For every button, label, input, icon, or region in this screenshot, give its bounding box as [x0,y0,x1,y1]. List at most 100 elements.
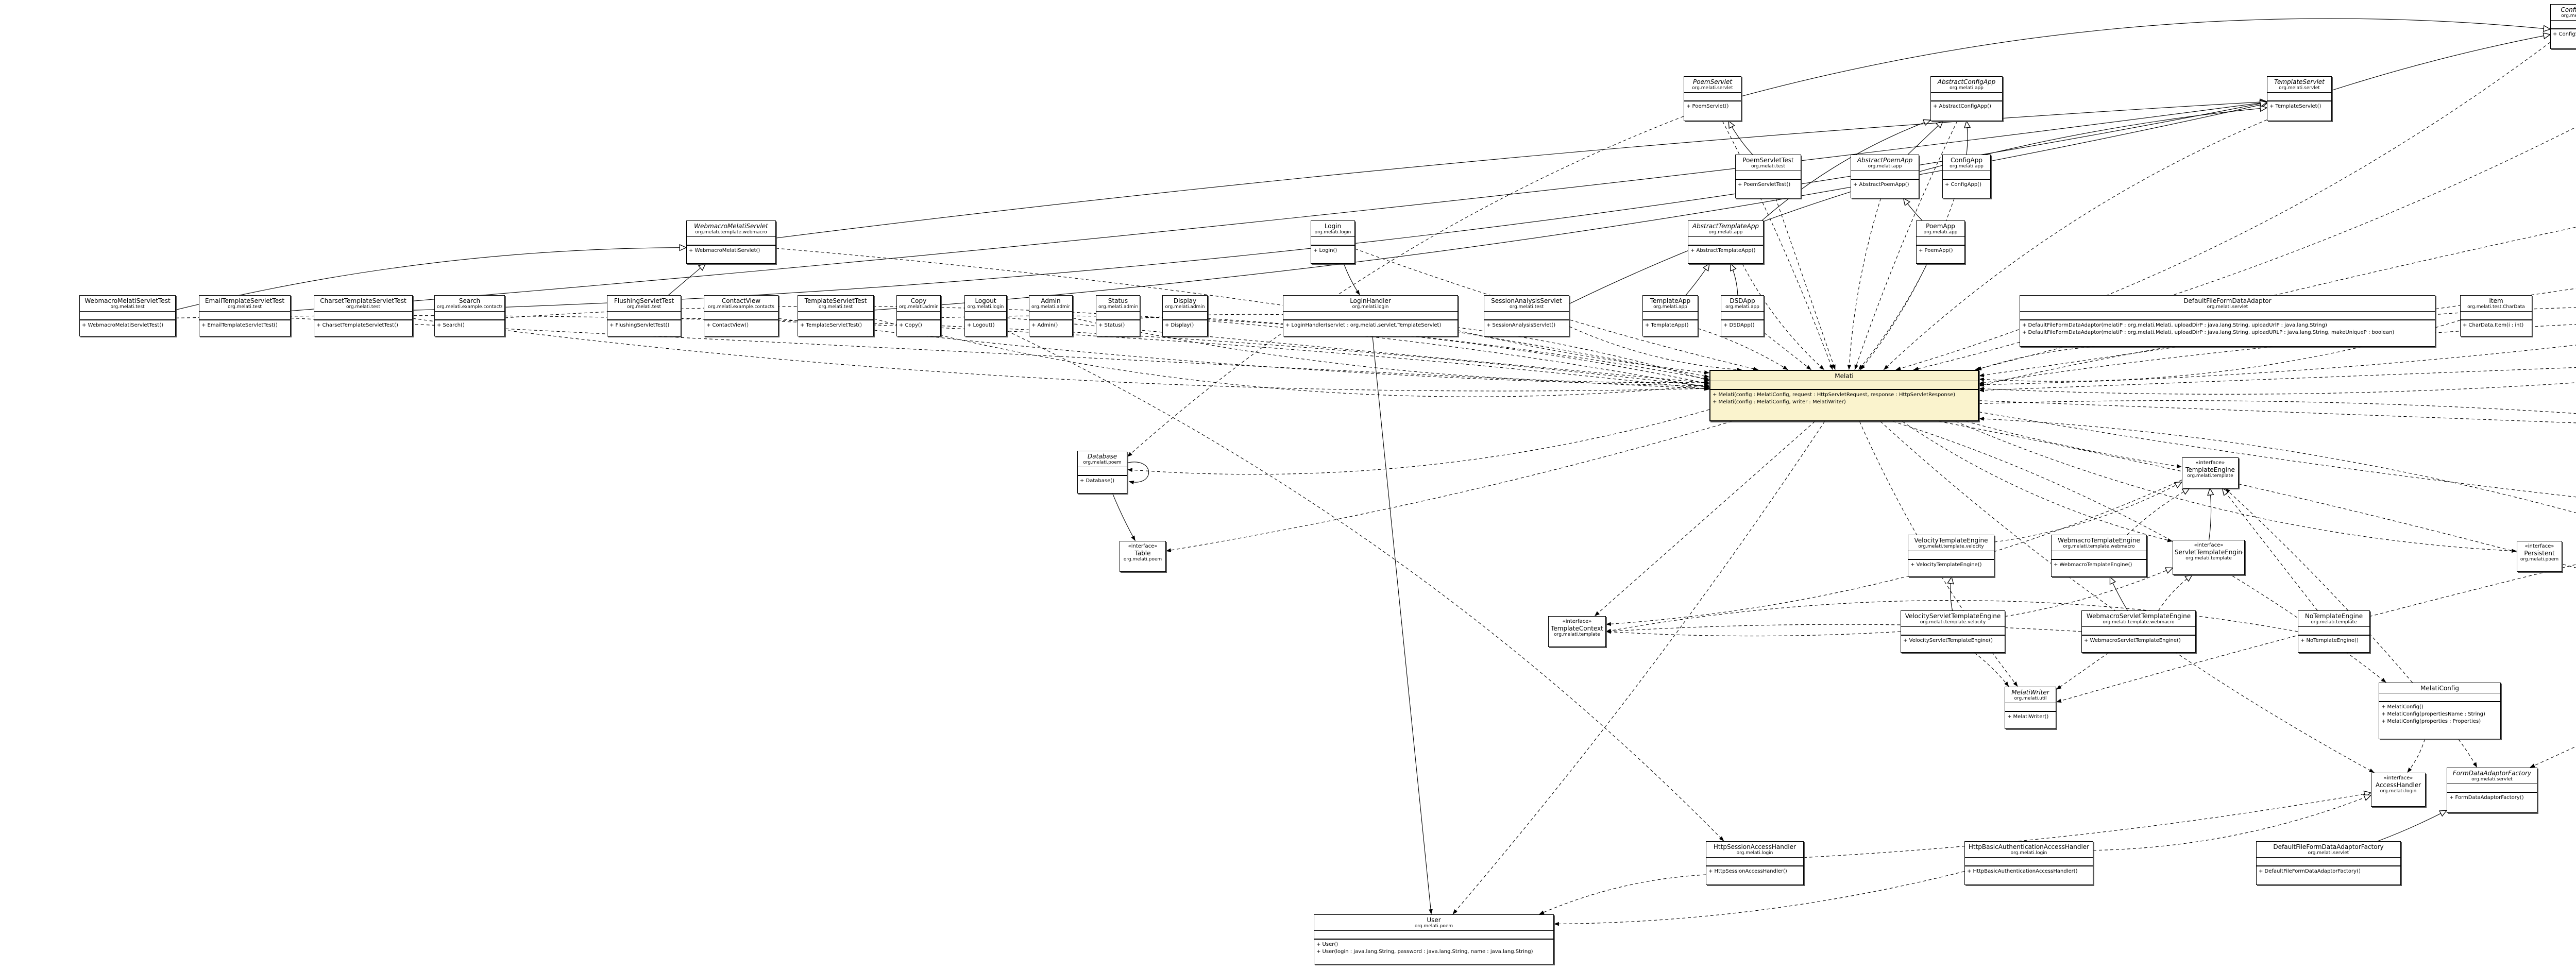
class-box-poem_servlet_test[interactable]: PoemServletTest org.melati.test + PoemSe… [1735,155,1801,198]
class-name[interactable]: HttpBasicAuthenticationAccessHandler [1968,843,2090,850]
class-box-template_context[interactable]: «interface» TemplateContext org.melati.t… [1548,616,1606,647]
class-box-velocity_servlet_template_engine[interactable]: VelocityServletTemplateEngine org.melati… [1901,610,2005,653]
class-name[interactable]: TemplateApp [1650,297,1691,304]
class-name[interactable]: DSDApp [1730,297,1755,304]
class-name[interactable]: AbstractConfigApp [1937,78,1996,86]
class-name[interactable]: ServletTemplateEngine [2175,549,2243,556]
class-name[interactable]: VelocityServletTemplateEngine [1905,612,2001,620]
class-box-melati_writer[interactable]: MelatiWriter org.melati.util + MelatiWri… [2005,687,2056,729]
class-name[interactable]: AbstractTemplateApp [1692,223,1759,230]
class-name[interactable]: HttpSessionAccessHandler [1713,843,1797,850]
class-box-login_handler[interactable]: LoginHandler org.melati.login + LoginHan… [1283,295,1458,336]
class-name[interactable]: LoginHandler [1350,297,1391,304]
class-name[interactable]: AbstractPoemApp [1857,157,1913,164]
class-box-search[interactable]: Search org.melati.example.contacts + Sea… [434,295,505,336]
class-name[interactable]: Table [1134,550,1151,557]
class-name[interactable]: PoemApp [1926,223,1955,230]
class-name[interactable]: DefaultFileFormDataAdaptorFactory [2273,843,2384,850]
class-box-form_data_adaptor_factory[interactable]: FormDataAdaptorFactory org.melati.servle… [2447,768,2537,813]
class-box-http_session_access_handler[interactable]: HttpSessionAccessHandler org.melati.logi… [1706,841,1804,885]
class-box-database[interactable]: Database org.melati.poem + Database() [1077,451,1127,493]
class-box-template_app[interactable]: TemplateApp org.melati.app + TemplateApp… [1642,295,1698,336]
class-name[interactable]: DefaultFileFormDataAdaptor [2183,297,2272,304]
class-box-http_basic_authentication_access_handler[interactable]: HttpBasicAuthenticationAccessHandler org… [1964,841,2093,885]
attributes-compartment [607,311,681,319]
class-box-default_file_form_data_adaptor_factory[interactable]: DefaultFileFormDataAdaptorFactory org.me… [2256,841,2401,885]
class-name[interactable]: EmailTemplateServletTest [205,297,285,304]
class-box-admin[interactable]: Admin org.melati.admin + Admin() [1029,295,1073,336]
class-box-abstract_template_app[interactable]: AbstractTemplateApp org.melati.app + Abs… [1688,220,1764,264]
class-box-logout[interactable]: Logout org.melati.login + Logout() [964,295,1007,336]
class-name[interactable]: MelatiConfig [2420,685,2459,692]
class-name[interactable]: Status [1108,297,1128,304]
class-name[interactable]: Copy [910,297,927,304]
class-name[interactable]: VelocityTemplateEngine [1914,537,1988,544]
class-box-poem_app[interactable]: PoemApp org.melati.app + PoemApp() [1916,220,1965,264]
class-name[interactable]: ConfigApp [1951,157,1982,164]
class-box-contact_view[interactable]: ContactView org.melati.example.contacts … [704,295,778,336]
class-name[interactable]: TemplateEngine [2185,466,2235,473]
class-box-config_app[interactable]: ConfigApp org.melati.app + ConfigApp() [1942,155,1991,198]
class-name[interactable]: Melati [1835,372,1854,380]
class-box-webmacro_template_engine[interactable]: WebmacroTemplateEngine org.melati.templa… [2051,535,2147,577]
class-box-servlet_template_engine[interactable]: «interface» ServletTemplateEngine org.me… [2173,540,2245,575]
class-box-charset_template_servlet_test[interactable]: CharsetTemplateServletTest org.melati.te… [314,295,413,336]
class-box-config_servlet[interactable]: ConfigServlet org.melati.servlet + Confi… [2550,4,2576,49]
class-box-email_template_servlet_test[interactable]: EmailTemplateServletTest org.melati.test… [199,295,291,336]
class-box-velocity_template_engine[interactable]: VelocityTemplateEngine org.melati.templa… [1908,535,1994,577]
class-box-display[interactable]: Display org.melati.admin + Display() [1162,295,1208,336]
class-box-webmacro_servlet_template_engine[interactable]: WebmacroServletTemplateEngine org.melati… [2081,610,2196,653]
class-box-user[interactable]: User org.melati.poem + User()+ User(logi… [1314,914,1554,964]
class-box-item[interactable]: Item org.melati.test.CharData + CharData… [2460,295,2532,336]
class-box-default_file_form_data_adaptor[interactable]: DefaultFileFormDataAdaptor org.melati.se… [2020,295,2435,347]
class-box-webmacro_melati_servlet[interactable]: WebmacroMelatiServlet org.melati.templat… [686,220,776,264]
class-box-template_engine[interactable]: «interface» TemplateEngine org.melati.te… [2182,457,2239,488]
class-name[interactable]: TemplateContext [1551,625,1603,632]
class-box-abstract_config_app[interactable]: AbstractConfigApp org.melati.app + Abstr… [1930,76,2003,121]
class-box-flushing_servlet_test[interactable]: FlushingServletTest org.melati.test + Fl… [607,295,681,336]
class-box-table_iface[interactable]: «interface» Table org.melati.poem [1120,541,1166,572]
class-name[interactable]: Login [1324,223,1342,230]
class-name[interactable]: MelatiWriter [2011,689,2049,696]
class-name[interactable]: ContactView [721,297,761,304]
method-signature: + WebmacroMelatiServletTest() [82,322,163,328]
class-name[interactable]: SessionAnalysisServlet [1491,297,1562,304]
class-box-dsd_app[interactable]: DSDApp org.melati.app + DSDApp() [1721,295,1764,336]
class-name[interactable]: Search [459,297,481,304]
class-name[interactable]: WebmacroServletTemplateEngine [2086,612,2191,620]
class-box-webmacro_melati_servlet_test[interactable]: WebmacroMelatiServletTest org.melati.tes… [79,295,176,336]
class-name[interactable]: User [1427,916,1441,924]
class-box-melati[interactable]: Melati + Melati(config : MelatiConfig, r… [1709,370,1979,421]
class-name[interactable]: FlushingServletTest [614,297,674,304]
class-name[interactable]: Item [2489,297,2503,304]
class-box-session_analysis_servlet[interactable]: SessionAnalysisServlet org.melati.test +… [1484,295,1569,336]
class-name[interactable]: PoemServlet [1692,78,1733,86]
class-name[interactable]: Persistent [2524,550,2555,557]
class-box-login[interactable]: Login org.melati.login + Login() [1311,220,1355,264]
class-box-copy[interactable]: Copy org.melati.admin + Copy() [896,295,941,336]
class-name[interactable]: FormDataAdaptorFactory [2452,770,2532,777]
class-name[interactable]: Admin [1041,297,1061,304]
class-box-access_handler[interactable]: «interface» AccessHandler org.melati.log… [2371,773,2426,807]
class-name[interactable]: Logout [975,297,996,304]
class-box-persistent[interactable]: «interface» Persistent org.melati.poem [2517,541,2562,572]
class-name[interactable]: ConfigServlet [2561,6,2576,13]
class-box-abstract_poem_app[interactable]: AbstractPoemApp org.melati.app + Abstrac… [1851,155,1919,198]
class-name[interactable]: PoemServletTest [1742,157,1794,164]
class-box-template_servlet_test[interactable]: TemplateServletTest org.melati.test + Te… [798,295,874,336]
class-box-status[interactable]: Status org.melati.admin + Status() [1096,295,1140,336]
class-name[interactable]: CharsetTemplateServletTest [320,297,406,304]
class-box-melati_config[interactable]: MelatiConfig + MelatiConfig()+ MelatiCon… [2379,683,2501,739]
class-name[interactable]: Display [1173,297,1197,304]
class-name[interactable]: AccessHandler [2375,781,2421,789]
class-name[interactable]: NoTemplateEngine [2304,612,2363,620]
class-name[interactable]: WebmacroMelatiServletTest [84,297,171,304]
class-name[interactable]: Database [1087,453,1117,460]
class-name[interactable]: TemplateServletTest [804,297,867,304]
class-box-poem_servlet[interactable]: PoemServlet org.melati.servlet + PoemSer… [1684,76,1741,121]
class-name[interactable]: WebmacroTemplateEngine [2058,537,2140,544]
class-box-template_servlet[interactable]: TemplateServlet org.melati.servlet + Tem… [2267,76,2332,121]
class-name[interactable]: WebmacroMelatiServlet [694,223,768,230]
class-box-no_template_engine[interactable]: NoTemplateEngine org.melati.template + N… [2298,610,2370,653]
class-name[interactable]: TemplateServlet [2274,78,2325,86]
